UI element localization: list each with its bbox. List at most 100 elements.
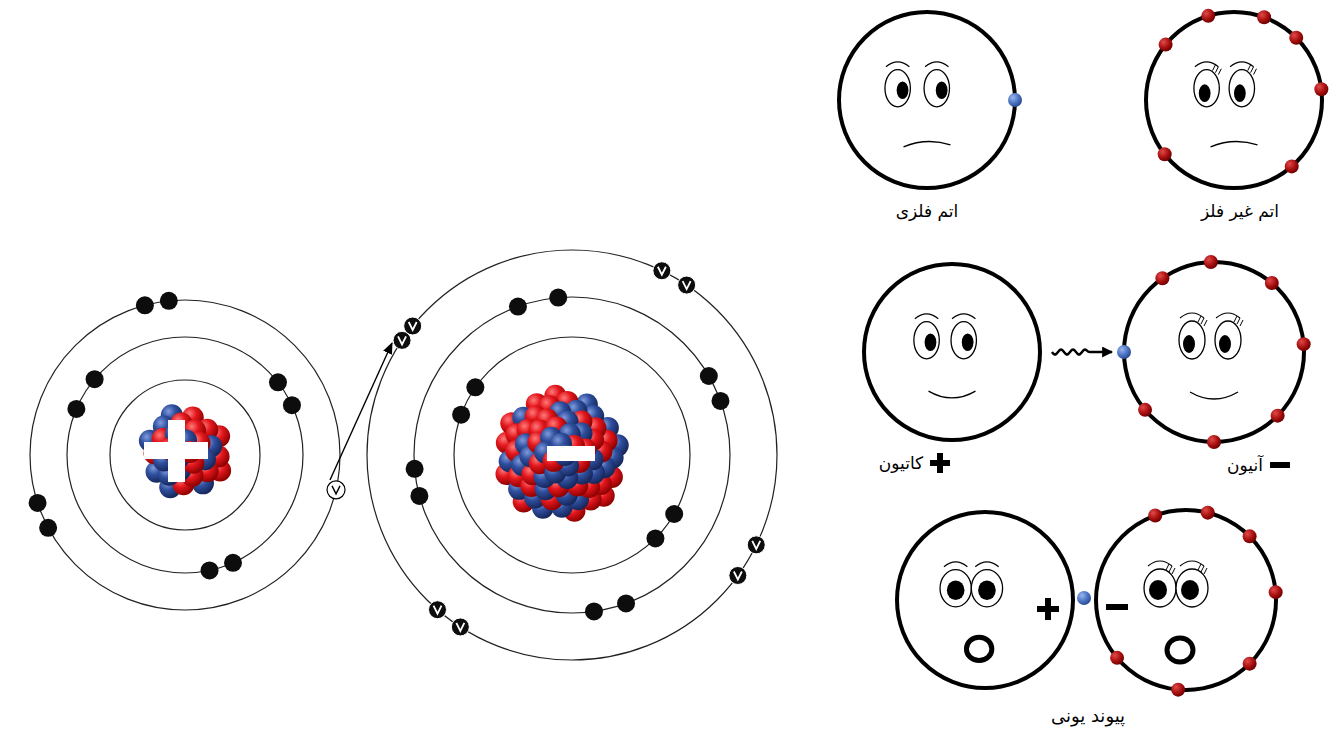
pupil [936, 81, 948, 99]
plus-sign [168, 420, 185, 482]
eye [940, 570, 971, 607]
eyelash [1218, 69, 1221, 75]
electron-dot [1257, 10, 1271, 24]
eyebrow [944, 562, 967, 567]
eyebrow [952, 314, 975, 319]
label-row: اتم غیر فلز [1142, 200, 1334, 222]
eyelash [1201, 318, 1204, 324]
face-outline [854, 254, 1050, 450]
atom-face: اتم فلزی [829, 2, 1025, 222]
cation-atom [29, 292, 345, 610]
orbit [30, 300, 340, 610]
pupil [925, 333, 937, 351]
minus-sign [547, 446, 595, 461]
eye [951, 322, 976, 359]
electron [39, 519, 57, 537]
pupil [1149, 580, 1167, 600]
electron-dot [1285, 159, 1299, 173]
ionic-bond-faces [897, 506, 1283, 697]
electron-dot [1155, 271, 1169, 285]
eyelash [1237, 318, 1240, 324]
nucleus [139, 404, 231, 498]
orbit [367, 250, 777, 660]
electron [404, 317, 422, 335]
electron [653, 262, 671, 280]
electron-dot [1243, 657, 1257, 671]
eye [1179, 321, 1205, 359]
anion-face [1096, 506, 1283, 697]
cation-face [897, 512, 1073, 688]
label-row: کاتیون [817, 452, 1013, 474]
face-outline [829, 2, 1025, 198]
atom-label: کاتیون [879, 452, 923, 474]
electron-dot [1158, 147, 1172, 161]
eyelash [1212, 65, 1215, 71]
eyelash [1215, 67, 1218, 73]
electron [269, 373, 287, 391]
eyelash [1172, 568, 1175, 574]
electron-dot [1204, 255, 1218, 269]
pupil [1199, 84, 1211, 102]
electron-dot [1201, 506, 1215, 520]
mouth [1211, 142, 1258, 147]
electron [29, 494, 47, 512]
electron [327, 481, 345, 499]
face-outline [1114, 252, 1314, 452]
plus-sign [929, 452, 951, 474]
electron [283, 396, 301, 414]
mouth [929, 391, 976, 398]
eye [924, 70, 949, 107]
shared-electron [1077, 591, 1091, 605]
eye [971, 570, 1002, 607]
eyelash [1251, 67, 1254, 73]
atom-outline [1124, 262, 1304, 442]
eye [885, 70, 910, 107]
electron-dot [1201, 9, 1215, 23]
electron-dot [1269, 585, 1283, 599]
electron-dot [1265, 276, 1279, 290]
electron [729, 566, 747, 584]
face [1117, 255, 1311, 449]
electron-dot [1314, 82, 1328, 96]
atom-outline [1146, 12, 1322, 188]
pupil [978, 580, 996, 600]
atom-outline [839, 12, 1015, 188]
electron-dot [1008, 93, 1022, 107]
pupil [1234, 84, 1246, 102]
eyelash [1169, 566, 1172, 572]
electron-transfer-arrow [1052, 350, 1112, 355]
orbit [110, 380, 260, 530]
face-outline [1136, 2, 1332, 198]
electron-dot [1297, 337, 1311, 351]
face [1146, 9, 1328, 188]
eye [1144, 569, 1176, 607]
pupil [1181, 580, 1199, 600]
electron [466, 378, 484, 396]
pupil [947, 580, 965, 600]
electron [136, 296, 154, 314]
label-row: آنیون [1159, 454, 1334, 476]
eyelash [1254, 69, 1257, 75]
atom-face: اتم غیر فلز [1136, 2, 1332, 222]
electron [451, 618, 469, 636]
electron-dot [1207, 435, 1221, 449]
eyebrow [915, 314, 938, 319]
electron [452, 406, 470, 424]
electron-dot [1271, 409, 1285, 423]
electron-dot [1171, 683, 1185, 697]
caption-label: پیوند یونی [1051, 704, 1125, 727]
eyelash [1166, 564, 1169, 570]
electron [201, 561, 219, 579]
atom-outline [897, 512, 1073, 688]
electron [678, 276, 696, 294]
pupil [1183, 335, 1195, 353]
electron-dot [1159, 38, 1173, 52]
orbits [367, 250, 777, 660]
orbit [67, 337, 303, 573]
eyelash [1248, 65, 1251, 71]
mouth [1167, 638, 1193, 662]
electron [665, 505, 683, 523]
plus-sign [1045, 598, 1051, 620]
electron [646, 529, 664, 547]
eye [1229, 70, 1254, 107]
